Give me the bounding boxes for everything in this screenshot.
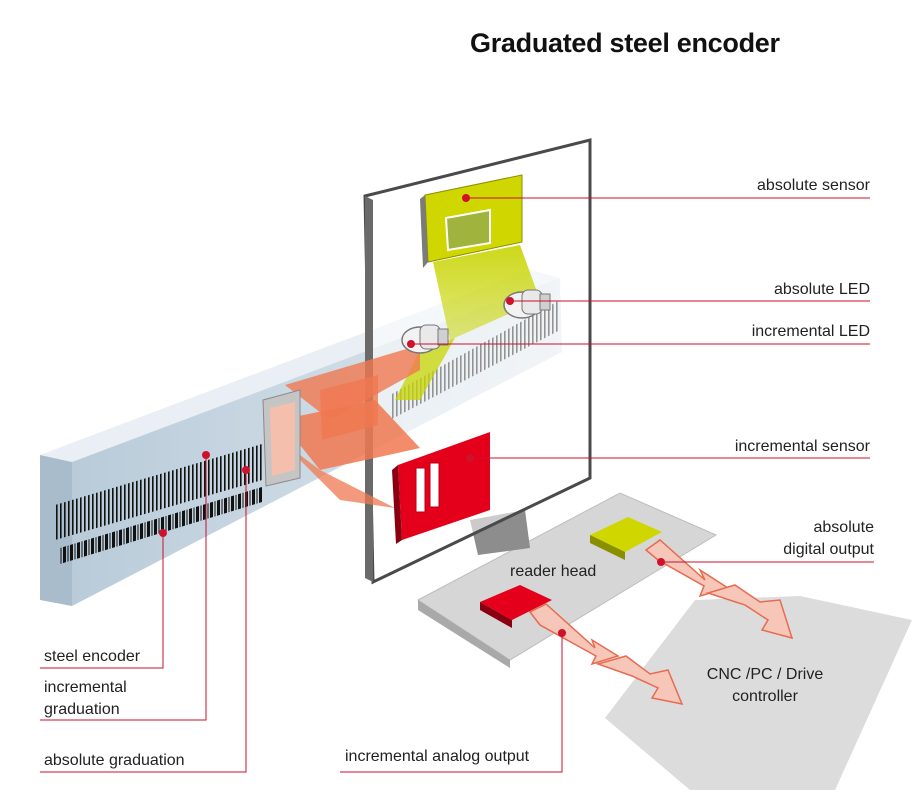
marker-absolute-graduation [242, 466, 250, 474]
label-incremental-analog-output: incremental analog output [345, 748, 530, 765]
slit-window [262, 375, 378, 487]
label-reader-head: reader head [510, 563, 597, 580]
label-absolute-led: absolute LED [773, 281, 870, 298]
leader-incremental-analog-output [340, 633, 563, 773]
absolute-sensor-window [444, 208, 491, 252]
marker-absolute-digital-output [657, 558, 665, 566]
label-absolute-digital-output-2: digital output [783, 541, 874, 558]
leader-steel-encoder [40, 533, 164, 669]
marker-steel-encoder [159, 529, 167, 537]
marker-dots [159, 194, 665, 637]
label-controller-2: controller [732, 688, 798, 705]
controller-panel [605, 596, 912, 790]
leader-incremental-graduation [40, 455, 207, 721]
incremental-sensor-slot-1 [415, 467, 426, 513]
reader-head-board-edge [418, 600, 510, 668]
incremental-output-chip [480, 585, 552, 620]
incremental-output-arrow [528, 603, 620, 666]
leader-lines [40, 197, 874, 773]
absolute-output-chip [590, 517, 662, 552]
marker-absolute-led [506, 297, 514, 305]
marker-incremental-graduation [202, 451, 210, 459]
leader-absolute-graduation [40, 470, 247, 773]
absolute-graduation [60, 487, 262, 564]
marker-incremental-led [407, 340, 415, 348]
marker-incremental-sensor [466, 454, 474, 462]
label-absolute-digital-output-1: absolute [813, 519, 875, 536]
label-steel-encoder: steel encoder [44, 648, 141, 665]
label-controller-1: CNC /PC / Drive [706, 666, 824, 683]
label-incremental-led: incremental LED [751, 323, 870, 340]
incremental-sensor-slot-2 [429, 462, 440, 508]
label-incremental-sensor: incremental sensor [734, 438, 870, 455]
marker-incremental-analog-output [558, 629, 566, 637]
marker-absolute-sensor [462, 194, 470, 202]
label-absolute-graduation: absolute graduation [44, 752, 185, 769]
label-incremental-graduation-2: graduation [44, 701, 120, 718]
absolute-led [503, 289, 551, 319]
label-absolute-sensor: absolute sensor [757, 177, 870, 194]
label-incremental-graduation-1: incremental [44, 679, 127, 696]
absolute-beam [433, 245, 540, 340]
incremental-graduation [55, 444, 262, 540]
diagram-title: Graduated steel encoder [470, 28, 780, 58]
